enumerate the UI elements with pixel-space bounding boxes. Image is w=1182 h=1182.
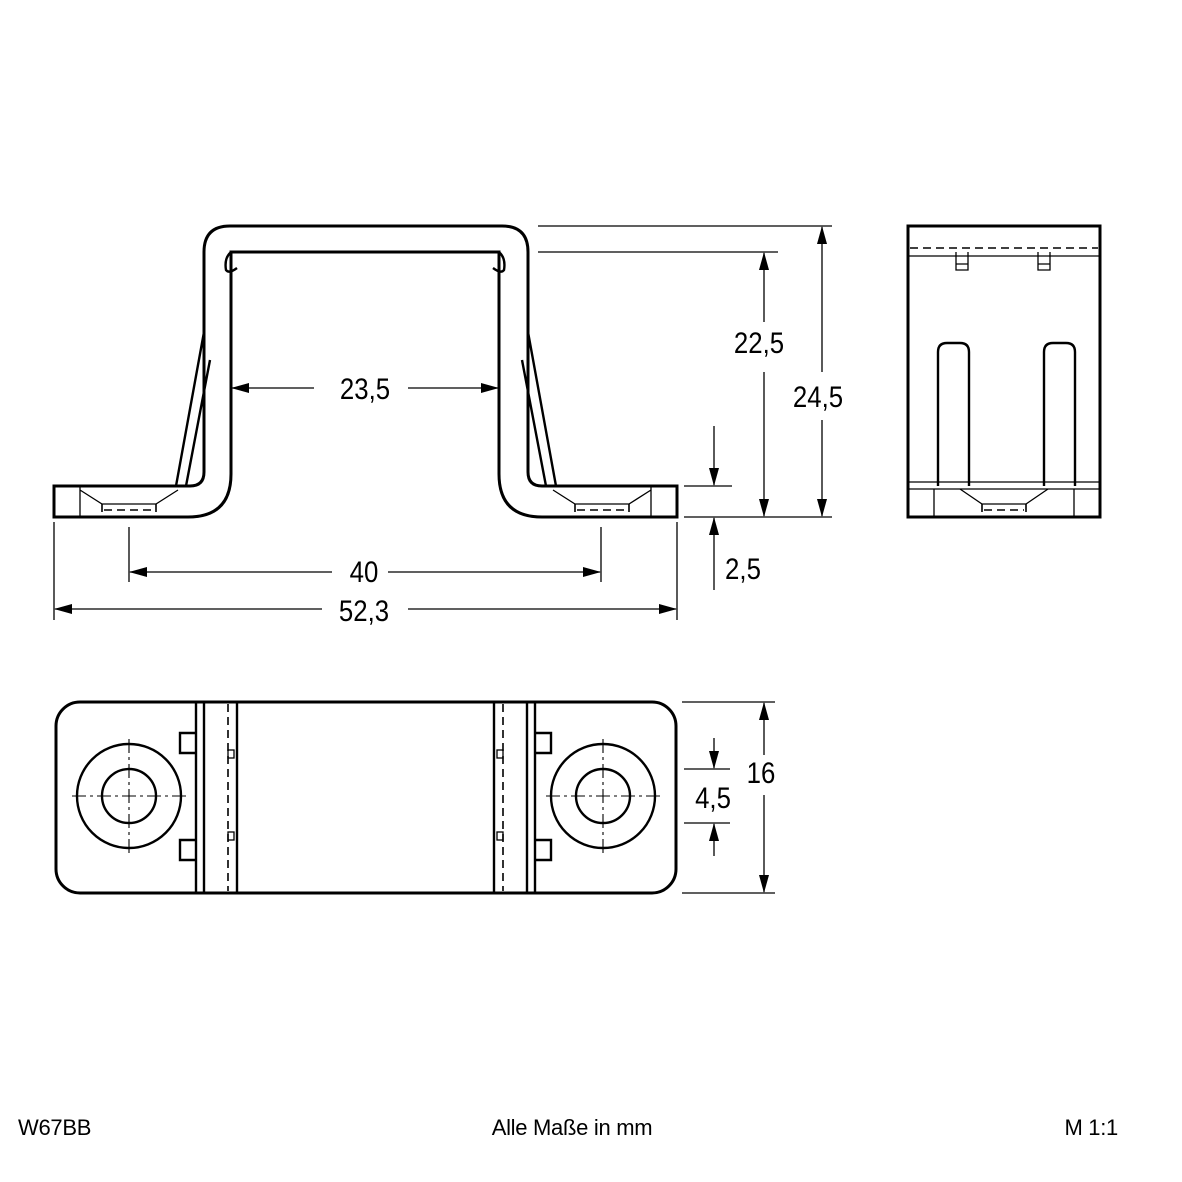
units-note: Alle Maße in mm xyxy=(491,1115,653,1140)
front-view-extension-lines xyxy=(53,225,832,620)
side-view-leg-right xyxy=(1042,341,1077,486)
dim-label-overall-height: 24,5 xyxy=(793,380,843,413)
front-view-hidden-left xyxy=(101,504,157,517)
side-view-leg-left xyxy=(936,341,971,486)
top-view-tab-left-top xyxy=(178,731,196,755)
dim-label-width: 16 xyxy=(747,756,776,789)
dim-label-hole-diameter: 4,5 xyxy=(695,781,731,814)
top-view-outline xyxy=(54,700,678,895)
side-view-slot-left xyxy=(955,252,969,271)
front-view-gusset-left xyxy=(174,331,212,487)
front-view-inner-curl-right xyxy=(492,251,506,273)
top-view-notch-right-top xyxy=(496,749,504,759)
dim-label-hole-spacing: 40 xyxy=(350,555,379,588)
side-view xyxy=(906,224,1102,519)
side-view-base-lines xyxy=(908,481,1100,517)
top-view-strap-right xyxy=(492,702,537,893)
scale-label: M 1:1 xyxy=(1064,1115,1118,1140)
front-view-outer-contour xyxy=(52,224,679,519)
side-view-hidden-base xyxy=(981,504,1027,517)
front-view-countersink-left xyxy=(79,486,179,517)
dim-label-inner-width: 23,5 xyxy=(340,372,390,405)
top-view-hole-right-centerlines xyxy=(546,739,660,853)
front-view: 23,5 40 52,3 22,5 24,5 2,5 xyxy=(52,224,843,627)
dim-label-base-thickness: 2,5 xyxy=(725,552,761,585)
dim-label-inner-height: 22,5 xyxy=(734,326,784,359)
front-view-gusset-right xyxy=(520,331,558,487)
part-number: W67BB xyxy=(18,1115,92,1140)
top-view-strap-left xyxy=(194,702,239,893)
top-view-hole-left-centerlines xyxy=(72,739,186,853)
front-view-inner-curl-left xyxy=(224,251,238,273)
top-view-extension-lines xyxy=(682,701,775,894)
top-view-tab-right-top xyxy=(535,731,553,755)
top-view-notch-left-top xyxy=(227,749,235,759)
top-view: 16 4,5 xyxy=(54,700,776,895)
side-view-slot-right xyxy=(1037,252,1051,271)
top-view-notch-right-bottom xyxy=(496,831,504,841)
front-view-hidden-right xyxy=(574,504,630,517)
top-view-tab-right-bottom xyxy=(535,838,553,862)
top-view-notch-left-bottom xyxy=(227,831,235,841)
top-view-tab-left-bottom xyxy=(178,838,196,862)
dim-label-overall-length: 52,3 xyxy=(339,594,389,627)
front-view-countersink-right xyxy=(552,486,652,517)
side-view-countersink xyxy=(959,488,1049,505)
side-view-outline xyxy=(906,224,1102,519)
